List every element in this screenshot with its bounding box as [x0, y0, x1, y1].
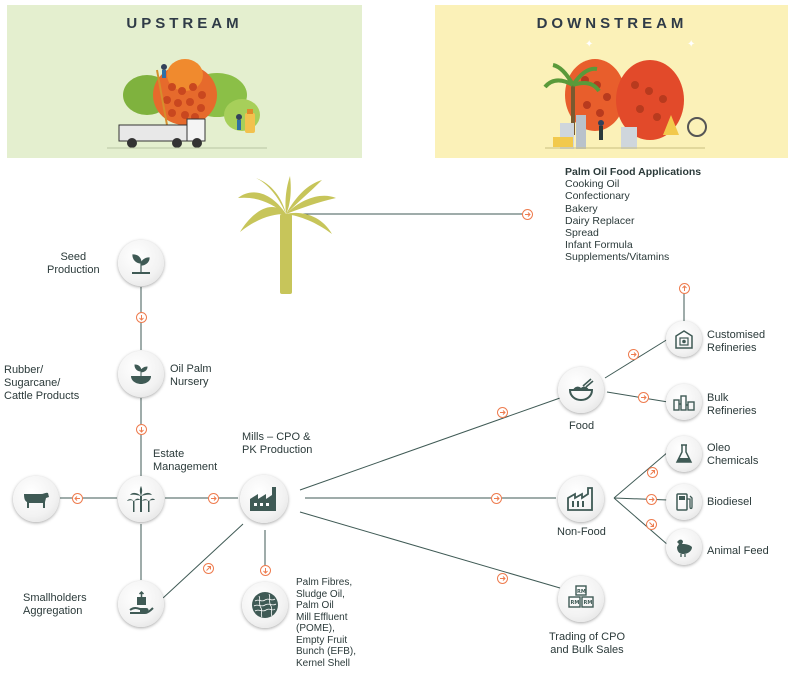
- food-application-item: Infant Formula: [565, 239, 633, 252]
- hand-box-icon: [129, 590, 154, 614]
- oleo-chemicals-node: [666, 436, 702, 472]
- food-applications-list: Palm Oil Food Applications Cooking Oil C…: [565, 166, 701, 264]
- arrow-customised-up: [679, 283, 690, 294]
- customised-refineries-label: Customised Refineries: [707, 329, 766, 354]
- flask-icon: [675, 444, 693, 463]
- refinery-plant-icon: [673, 395, 695, 411]
- arrow-nonfood-to-biodiesel: [646, 494, 657, 505]
- arrow-nonfood-to-oleo: [647, 467, 658, 478]
- trading-node: RM RM RM: [558, 576, 604, 622]
- arrow-mills-to-trading: [497, 573, 508, 584]
- arrow-mills-to-byproducts: [260, 565, 271, 576]
- downstream-title: DOWNSTREAM: [536, 15, 688, 32]
- bulk-refineries-label: Bulk Refineries: [707, 392, 757, 417]
- arrow-mills-to-food: [497, 407, 508, 418]
- animal-feed-node: [666, 529, 702, 565]
- arrow-nursery-to-estate: [136, 424, 147, 435]
- byproducts-node: [242, 582, 288, 628]
- smallholders-aggregation-label: Smallholders Aggregation: [23, 592, 87, 617]
- palm-trees-icon: [127, 486, 155, 512]
- palm-fibre-icon: [252, 592, 278, 618]
- svg-text:RM: RM: [584, 600, 593, 606]
- factory-outline-icon: [567, 487, 593, 511]
- arrow-smallholders-to-mills: [203, 563, 214, 574]
- animal-feed-label: Animal Feed: [707, 545, 769, 557]
- nursery-bowl-icon: [131, 364, 151, 384]
- food-label: Food: [569, 420, 595, 432]
- arrow-food-to-customised: [628, 349, 639, 360]
- smallholders-aggregation-node: [118, 581, 164, 627]
- arrow-palm-to-food-apps: [522, 209, 533, 220]
- mills-node: [240, 475, 288, 523]
- palm-tree-icon: [238, 176, 336, 294]
- oil-palm-nursery-node: [118, 351, 164, 397]
- biodiesel-label: Biodiesel: [707, 496, 752, 508]
- downstream-panel: DOWNSTREAM ✦ ✦: [435, 5, 788, 158]
- svg-text:✦: ✦: [585, 39, 593, 50]
- non-food-label: Non-Food: [557, 526, 606, 538]
- mills-label: Mills – CPO & PK Production: [242, 431, 313, 456]
- seedling-icon: [132, 254, 150, 274]
- byproducts-label: Palm Fibres, Sludge Oil, Palm Oil Mill E…: [296, 577, 357, 669]
- estate-management-label: Estate Management: [153, 448, 218, 473]
- upstream-panel: UPSTREAM: [7, 5, 362, 158]
- biodiesel-node: [666, 484, 702, 520]
- arrow-estate-to-cattle: [72, 493, 83, 504]
- bulk-refineries-node: [666, 384, 702, 420]
- estate-management-node: [118, 476, 164, 522]
- arrow-food-to-bulk: [638, 392, 649, 403]
- seed-production-node: [118, 240, 164, 286]
- arrow-nonfood-to-animal-feed: [646, 519, 657, 530]
- refinery-building-icon: [675, 330, 693, 349]
- chicken-icon: [677, 539, 692, 557]
- arrow-seed-to-nursery: [136, 312, 147, 323]
- crates-icon: RM RM RM: [568, 585, 594, 608]
- food-bowl-icon: [568, 378, 594, 402]
- oil-palm-nursery-label: Oil Palm Nursery: [170, 363, 212, 388]
- arrow-mills-to-nonfood: [491, 493, 502, 504]
- upstream-title: UPSTREAM: [126, 15, 243, 32]
- factory-icon: [250, 487, 276, 511]
- arrow-estate-to-mills: [208, 493, 219, 504]
- cattle-node: [13, 476, 59, 522]
- svg-text:RM: RM: [577, 589, 586, 595]
- food-applications-title: Palm Oil Food Applications: [565, 166, 702, 178]
- food-application-item: Bakery: [565, 202, 598, 215]
- cow-icon: [24, 492, 49, 508]
- oleo-chemicals-label: Oleo Chemicals: [707, 442, 759, 467]
- upstream-illustration: [107, 59, 267, 149]
- non-food-node: [558, 476, 604, 522]
- customised-refineries-node: [666, 321, 702, 357]
- food-application-item: Spread: [565, 227, 599, 240]
- food-application-item: Supplements/Vitamins: [565, 251, 670, 264]
- fuel-pump-icon: [676, 493, 693, 511]
- trading-label: Trading of CPO and Bulk Sales: [548, 631, 625, 656]
- food-application-item: Confectionary: [565, 190, 630, 203]
- food-application-item: Dairy Replacer: [565, 214, 635, 227]
- downstream-illustration: ✦ ✦: [543, 39, 707, 149]
- food-node: [558, 367, 604, 413]
- svg-text:RM: RM: [571, 600, 580, 606]
- food-application-item: Cooking Oil: [565, 178, 620, 191]
- seed-production-label: Seed Production: [47, 251, 100, 276]
- svg-text:✦: ✦: [687, 39, 695, 50]
- rubber-sugarcane-cattle-label: Rubber/ Sugarcane/ Cattle Products: [4, 364, 80, 402]
